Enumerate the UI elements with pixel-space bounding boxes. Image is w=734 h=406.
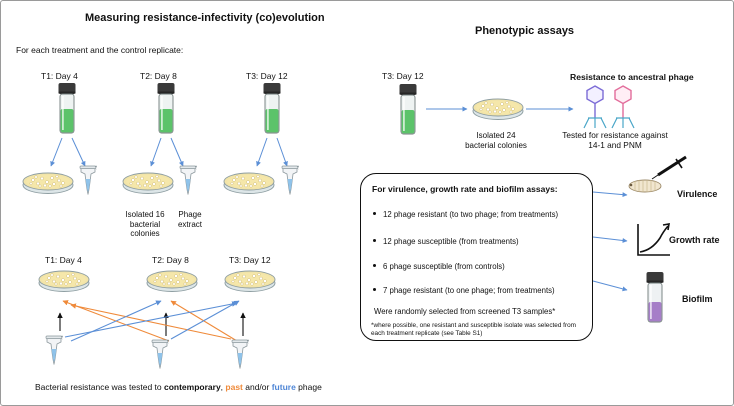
phage-icon bbox=[583, 85, 635, 129]
footer-future: future bbox=[271, 382, 296, 392]
box-selection-text: Were randomly selected from screened T3 … bbox=[374, 307, 556, 316]
isolated-24-label: Isolated 24 bacterial colonies bbox=[465, 131, 527, 150]
isolated-colonies-label: Isolated 16 bacterial colonies bbox=[125, 210, 165, 238]
box-item: 12 phage susceptible (from treatments) bbox=[373, 237, 519, 246]
phage-extract-label: Phage extract bbox=[177, 210, 202, 229]
footer-prefix: Bacterial resistance was tested to bbox=[35, 382, 164, 392]
timepoint-t3-label: T3: Day 12 bbox=[246, 71, 288, 81]
box-item: 6 phage susceptible (from controls) bbox=[373, 262, 505, 271]
t3-day12-label: T3: Day 12 bbox=[382, 71, 424, 81]
biofilm-vial-icon bbox=[645, 272, 665, 324]
bottom-t2-label: T2: Day 8 bbox=[152, 255, 189, 265]
bottom-t1-label: T1: Day 4 bbox=[45, 255, 82, 265]
selection-box: For virulence, growth rate and biofilm a… bbox=[360, 173, 593, 341]
larva-icon bbox=[628, 179, 662, 193]
box-footnote: *where possible, one resistant and susce… bbox=[371, 322, 576, 338]
resistance-caption: Tested for resistance against 14-1 and P… bbox=[562, 130, 668, 150]
footer-contemporary: contemporary bbox=[163, 382, 221, 392]
right-panel-title: Phenotypic assays bbox=[475, 25, 575, 37]
resistance-title: Resistance to ancestral phage bbox=[570, 72, 694, 82]
growth-rate-label: Growth rate bbox=[669, 235, 720, 245]
footer-sep2: and/or bbox=[242, 382, 272, 392]
footer-suffix: phage bbox=[295, 382, 322, 392]
footer-sep1: , bbox=[220, 382, 226, 392]
timepoint-t1-label: T1: Day 4 bbox=[41, 71, 78, 81]
timepoint-t2-label: T2: Day 8 bbox=[140, 71, 177, 81]
syringe-icon bbox=[651, 155, 687, 180]
growth-curve-icon bbox=[637, 223, 670, 256]
left-panel-title: Measuring resistance-infectivity (co)evo… bbox=[85, 12, 325, 24]
box-item: 7 phage resistant (to one phage; from tr… bbox=[373, 286, 555, 295]
left-panel-subtitle: For each treatment and the control repli… bbox=[16, 45, 184, 55]
box-title: For virulence, growth rate and biofilm a… bbox=[372, 184, 558, 194]
box-item: 12 phage resistant (to two phage; from t… bbox=[373, 210, 558, 219]
larva-syringe-icon bbox=[628, 155, 687, 193]
biofilm-label: Biofilm bbox=[682, 294, 713, 304]
virulence-label: Virulence bbox=[677, 189, 718, 199]
bottom-t3-label: T3: Day 12 bbox=[229, 255, 271, 265]
footer-past: past bbox=[225, 382, 243, 392]
petri-dish-icon bbox=[471, 97, 525, 121]
footer-caption: Bacterial resistance was tested to conte… bbox=[35, 382, 322, 392]
